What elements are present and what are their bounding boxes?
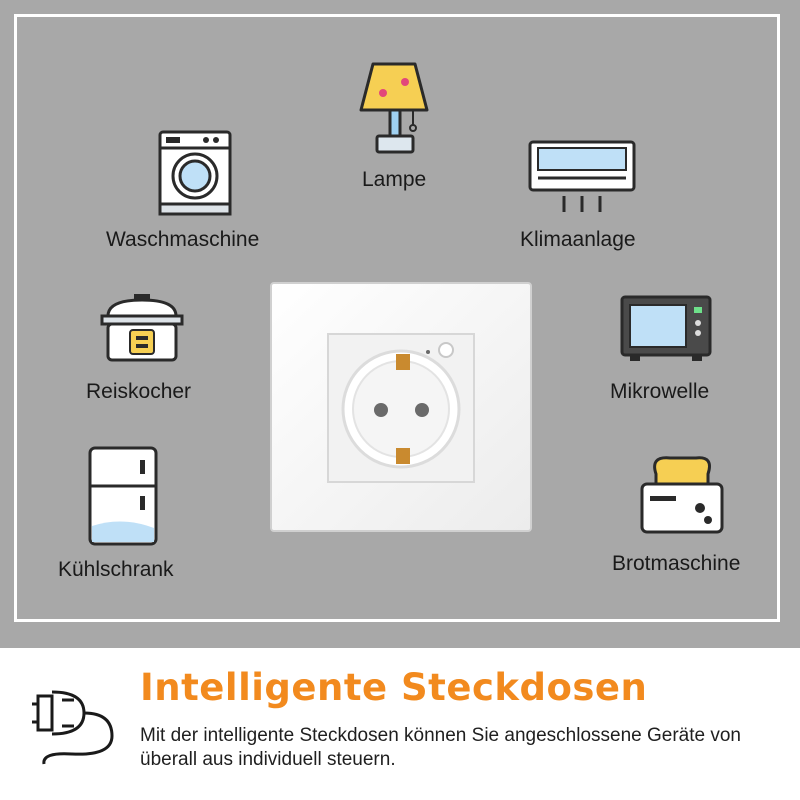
microwave-icon <box>620 295 712 361</box>
label-kuehlschrank: Kühlschrank <box>58 558 174 581</box>
feature-banner: Intelligente Steckdosen Mit der intellig… <box>0 648 800 800</box>
label-brotmaschine: Brotmaschine <box>612 552 741 575</box>
banner-description: Mit der intelligente Steckdosen können S… <box>140 725 741 770</box>
label-reiskocher: Reiskocher <box>86 380 192 403</box>
power-plug-icon <box>32 690 114 765</box>
label-lampe: Lampe <box>362 168 427 191</box>
air-conditioner-icon <box>528 140 636 212</box>
label-mikrowelle: Mikrowelle <box>610 380 710 403</box>
appliance-panel: Lampe Waschmaschine Klimaanlage <box>0 0 800 648</box>
toaster-icon <box>640 456 724 534</box>
washing-machine-icon <box>158 130 232 216</box>
label-klimaanlage: Klimaanlage <box>520 228 636 251</box>
banner-headline: Intelligente Steckdosen <box>140 666 648 709</box>
wall-socket-icon <box>270 282 532 532</box>
rice-cooker-icon <box>100 294 184 362</box>
white-frame <box>14 14 780 622</box>
label-waschmaschine: Waschmaschine <box>106 228 260 251</box>
lamp-icon <box>359 62 429 154</box>
fridge-icon <box>88 446 158 546</box>
